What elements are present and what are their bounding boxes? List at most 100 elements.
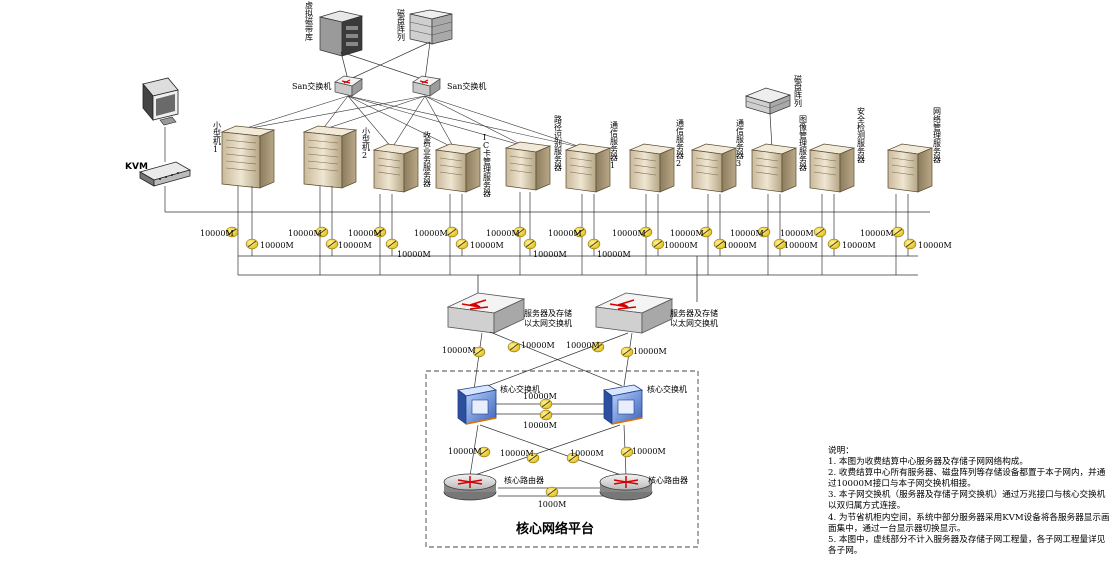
link-speed-label: 10000M — [397, 250, 431, 259]
server-icon — [302, 125, 358, 189]
edge-switch-icon — [594, 292, 674, 334]
server-icon — [690, 143, 738, 193]
core-router-icon — [443, 473, 497, 501]
link-marker: 10000M — [245, 238, 294, 250]
server-icon — [434, 143, 482, 193]
link-marker: 10000M — [448, 446, 491, 458]
edge-switch-label: 服务器及存储 以太网交换机 — [670, 308, 721, 328]
image-disk-array-label: 磁盘 阵列 — [794, 74, 805, 108]
link-speed-label: 10000M — [348, 229, 382, 238]
link-marker: 10000M — [455, 238, 504, 250]
link-speed-label: 10000M — [523, 392, 557, 401]
link-marker: 10000M — [507, 341, 555, 353]
link-marker: 10000M — [200, 226, 239, 238]
link-marker: 10000M — [523, 409, 557, 430]
link-marker: 10000M — [523, 392, 557, 410]
san-links — [340, 41, 431, 81]
server-icon — [750, 143, 798, 193]
link-speed-label: 10000M — [548, 229, 582, 238]
link-speed-label: 10000M — [633, 347, 667, 356]
link-marker: 10000M — [500, 449, 540, 464]
link-marker: 10000M — [385, 238, 431, 259]
server-icon — [628, 143, 676, 193]
server-icon — [886, 143, 934, 193]
edge-switch-icon — [446, 292, 526, 334]
link-speed-label: 10000M — [260, 241, 294, 250]
link-marker: 10000M — [523, 238, 567, 259]
kvm-label: KVM — [125, 162, 148, 172]
server-row — [220, 125, 934, 193]
link-speed-label: 10000M — [470, 241, 504, 250]
link-marker: 10000M — [288, 226, 329, 238]
edge-switch-label-line: 服务器及存储 — [670, 308, 718, 318]
link-speed-label: 10000M — [521, 341, 555, 350]
link-speed-label: 10000M — [288, 229, 322, 238]
link-marker: 10000M — [566, 449, 604, 464]
san-switch-icon — [334, 75, 363, 97]
link-marker: 10000M — [827, 238, 876, 250]
core-links — [469, 403, 627, 497]
tape-library-label: 虚拟 磁带库 — [305, 0, 316, 42]
link-marker: 10000M — [548, 226, 587, 238]
link-speed-label: 10000M — [784, 241, 818, 250]
server-icon — [372, 143, 420, 193]
link-speed-label: 1000M — [538, 500, 567, 509]
link-marker: 10000M — [713, 238, 757, 250]
link-marker: 10000M — [620, 346, 667, 358]
core-router-icon — [599, 473, 653, 501]
san-switch-label: San交换机 — [292, 81, 331, 91]
core-link-markers: 10000M 10000M 10000M 10000M 10000M 10000M 1000… — [442, 341, 667, 509]
link-speed-label: 10000M — [570, 449, 604, 458]
link-marker: 10000M — [587, 238, 631, 259]
link-marker: 10000M — [566, 341, 605, 353]
link-marker: 10000M — [325, 238, 372, 250]
link-speed-label: 10000M — [612, 229, 646, 238]
link-speed-label: 10000M — [486, 229, 520, 238]
note-item: 5. 本图中，虚线部分不计入服务器及存储子网工程量，各子网工程量详见各子网。 — [828, 534, 1106, 556]
server-icon — [808, 143, 856, 193]
disk-array-link — [769, 113, 773, 149]
core-switch-label: 核心交换机 — [647, 384, 687, 394]
link-speed-label: 10000M — [723, 241, 757, 250]
link-marker: 10000M — [730, 226, 771, 238]
san-switch-label: San交换机 — [447, 81, 486, 91]
server-icon — [220, 125, 276, 189]
notes-heading: 说明： — [828, 446, 854, 456]
note-item: 3. 本子网交换机（服务器及存储子网交换机）通过万兆接口与核心交换机以双归属方式… — [828, 490, 1106, 512]
edge-switch-label-line: 以太网交换机 — [524, 318, 572, 328]
link-speed-label: 10000M — [442, 346, 476, 355]
server-label: 网络管理服务器 — [933, 107, 941, 164]
link-speed-label: 10000M — [448, 447, 482, 456]
core-switch-label: 核心交换机 — [500, 384, 540, 394]
note-item: 2. 收费结算中心所有服务器、磁盘阵列等存储设备都置于本子网内，并通过10000… — [828, 468, 1106, 490]
server-label: 安全检测服务器 — [857, 106, 865, 164]
link-marker: 10000M — [348, 226, 387, 238]
monitor-icon — [142, 77, 179, 126]
server-icon — [564, 143, 612, 193]
uplinks — [473, 331, 633, 391]
core-router-label: 核心路由器 — [504, 475, 544, 485]
core-switch-icon — [603, 384, 644, 425]
link-marker: 10000M — [903, 238, 952, 250]
link-marker: 10000M — [442, 346, 486, 358]
link-marker: 10000M — [651, 238, 698, 250]
link-speed-label: 10000M — [566, 341, 600, 350]
link-speed-label: 10000M — [632, 447, 666, 456]
kvm-switch-icon — [138, 161, 192, 187]
link-speed-label: 10000M — [670, 229, 704, 238]
link-marker: 1000M — [538, 486, 567, 509]
link-speed-label: 10000M — [860, 229, 894, 238]
edge-switch-label: 服务器及存储 以太网交换机 — [524, 308, 575, 328]
link-marker: 10000M — [612, 226, 653, 238]
link-marker: 10000M — [486, 226, 527, 238]
server-label: 路径识别服务器 — [554, 114, 562, 172]
edge-switch-label-line: 服务器及存储 — [524, 308, 572, 318]
core-router-label: 核心路由器 — [648, 475, 688, 485]
core-platform-box — [425, 370, 699, 548]
link-marker: 10000M — [780, 226, 827, 238]
core-platform-title: 核心网络平台 — [516, 521, 594, 537]
